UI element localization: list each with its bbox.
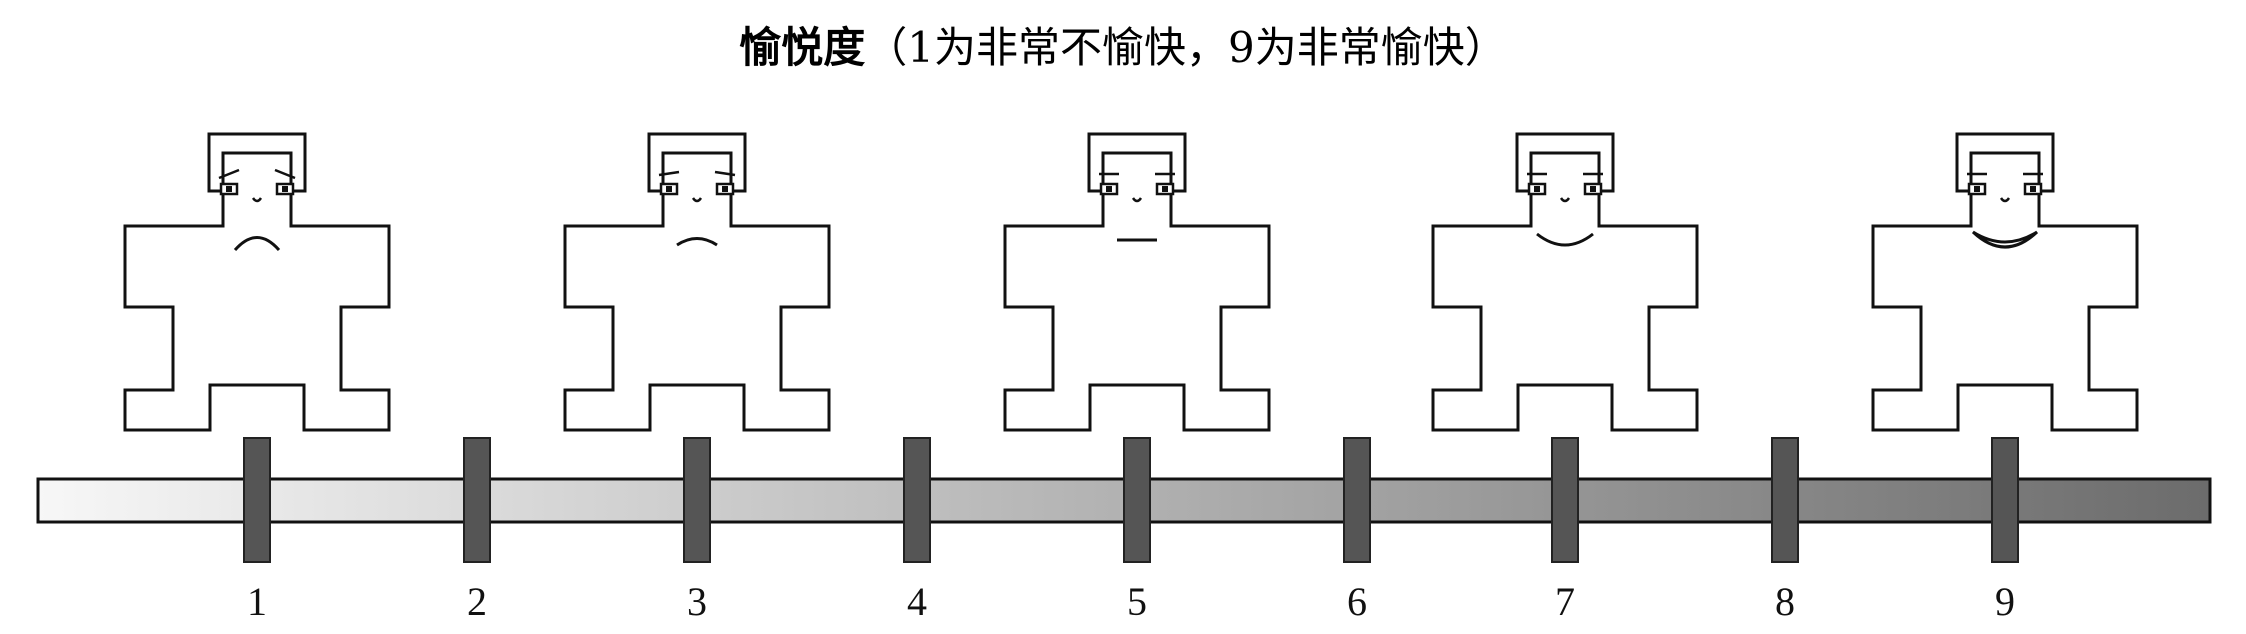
- scale-title-main: 愉悦度: [739, 23, 866, 72]
- scale-marker-8: [1771, 437, 1799, 563]
- scale-title-range: （1为非常不愉快，9为非常愉快）: [865, 23, 1507, 72]
- scale-title: 愉悦度（1为非常不愉快，9为非常愉快）: [0, 14, 2246, 75]
- scale-marker-1: [243, 437, 271, 563]
- scale-marker-6: [1343, 437, 1371, 563]
- scale-marker-7: [1551, 437, 1579, 563]
- scale-marker-5: [1123, 437, 1151, 563]
- scale-label-1: 1: [247, 579, 267, 624]
- scale-label-4: 4: [907, 579, 927, 624]
- scale-label-6: 6: [1347, 579, 1367, 624]
- scale-marker-3: [683, 437, 711, 563]
- scale-marker-2: [463, 437, 491, 563]
- mannequin-happy: [1431, 132, 1699, 432]
- scale-label-9: 9: [1995, 579, 2015, 624]
- scale-label-8: 8: [1775, 579, 1795, 624]
- mannequin-neutral: [1003, 132, 1271, 432]
- mannequin-very-happy: [1871, 132, 2139, 432]
- scale-label-3: 3: [687, 579, 707, 624]
- mannequin-unhappy: [563, 132, 831, 432]
- scale-marker-9: [1991, 437, 2019, 563]
- scale-marker-4: [903, 437, 931, 563]
- scale-label-5: 5: [1127, 579, 1147, 624]
- scale-label-2: 2: [467, 579, 487, 624]
- mannequin-very-unhappy: [123, 132, 391, 432]
- scale-label-7: 7: [1555, 579, 1575, 624]
